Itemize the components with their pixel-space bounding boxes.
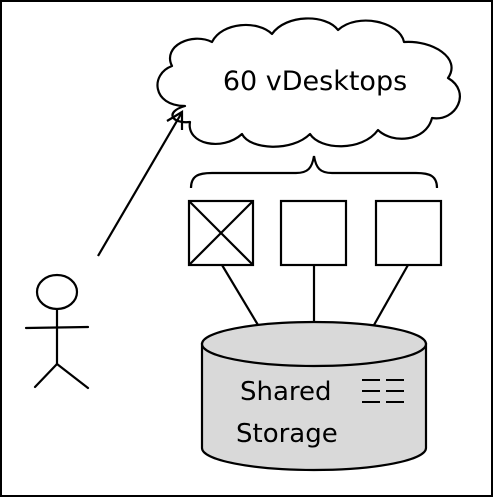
desktop-box	[374, 199, 443, 267]
access-arrow	[97, 110, 184, 257]
stick-figure-user-icon	[24, 273, 90, 390]
cloud-label: 60 vDesktops	[223, 66, 407, 97]
storage-label-line1: Shared	[240, 377, 332, 407]
shared-storage-cylinder: Shared Storage	[200, 320, 428, 472]
x-mark-icon	[188, 200, 254, 266]
desktop-box-failed	[187, 199, 255, 267]
desktop-box	[279, 199, 348, 267]
desktop-group-brace	[189, 155, 439, 189]
cloud-shape: 60 vDesktops	[156, 17, 461, 148]
stacked-disks-icon	[362, 379, 404, 403]
storage-label-line2: Storage	[236, 419, 338, 449]
storage-connectors	[221, 264, 409, 326]
